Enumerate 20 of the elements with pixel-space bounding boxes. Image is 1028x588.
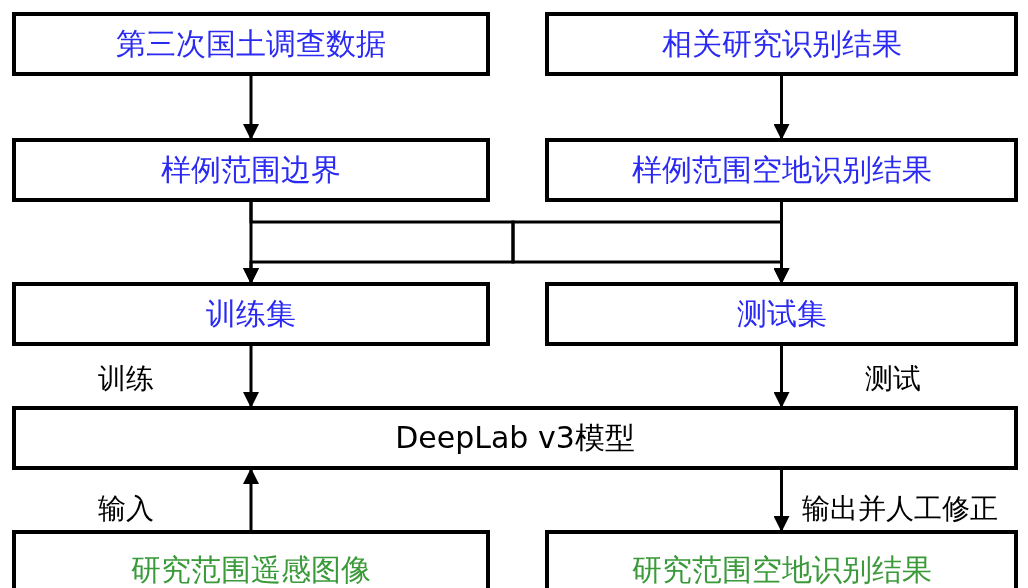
arrow	[243, 346, 259, 408]
process-box: 相关研究识别结果	[545, 12, 1018, 76]
process-box: 研究范围遥感图像	[12, 530, 490, 588]
process-box: 训练集	[12, 282, 490, 346]
process-box: 研究范围空地识别结果	[545, 530, 1018, 588]
process-box: DeepLab v3模型	[12, 406, 1018, 470]
arrow	[243, 76, 259, 140]
edge-label: 测试	[865, 361, 921, 397]
process-box: 样例范围边界	[12, 138, 490, 202]
arrow	[773, 470, 790, 532]
process-box: 样例范围空地识别结果	[545, 138, 1018, 202]
process-box: 第三次国土调查数据	[12, 12, 490, 76]
edge-label: 输出并人工修正	[802, 491, 998, 527]
arrow	[773, 76, 790, 140]
arrow	[243, 468, 259, 530]
process-box: 测试集	[545, 282, 1018, 346]
arrow	[773, 346, 790, 408]
edge-label: 训练	[98, 361, 154, 397]
edge-label: 输入	[98, 491, 154, 527]
arrow	[773, 202, 790, 284]
